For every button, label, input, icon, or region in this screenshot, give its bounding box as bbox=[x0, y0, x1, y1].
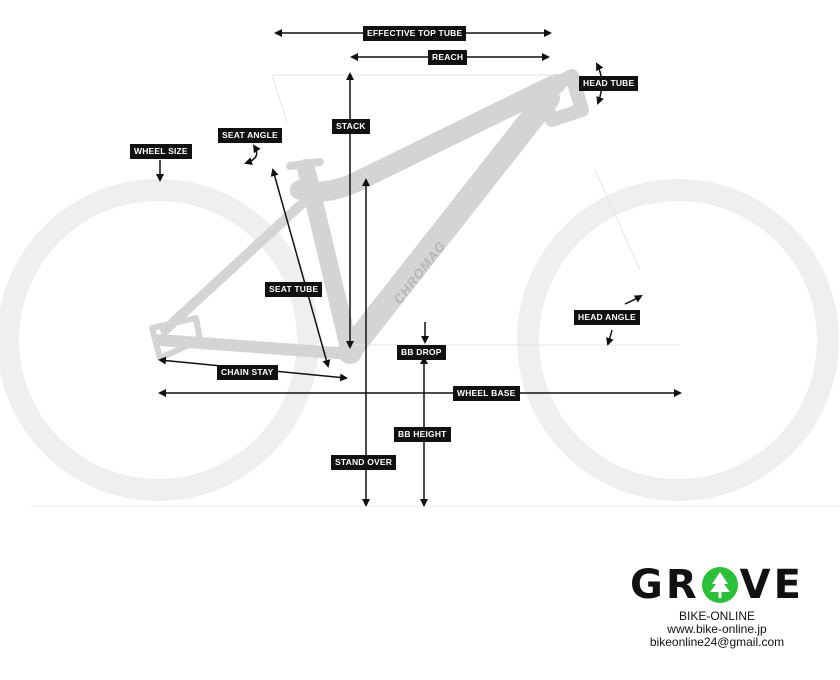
front-wheel bbox=[517, 179, 839, 501]
brand-website: www.bike-online.jp bbox=[667, 622, 767, 636]
reach-label: REACH bbox=[428, 50, 468, 65]
stack-label: STACK bbox=[332, 119, 370, 134]
seat-angle-label: SEAT ANGLE bbox=[218, 128, 282, 143]
seat-angle-arrow bbox=[244, 144, 261, 166]
brand-email: bikeonline24@gmail.com bbox=[649, 635, 785, 649]
wheel-size-label: WHEEL SIZE bbox=[130, 144, 192, 159]
head-tube-label: HEAD TUBE bbox=[579, 76, 639, 91]
head-angle-arrow bbox=[624, 295, 643, 305]
stand-over-label: STAND OVER bbox=[331, 455, 397, 470]
brand-block: GR VE BIKE-ONLINE www.bike-online.jp bik… bbox=[622, 560, 812, 649]
bb-height-label: BB HEIGHT bbox=[394, 427, 451, 442]
tree-icon bbox=[701, 567, 738, 603]
logo-text-left: GR bbox=[630, 562, 700, 608]
wheel-base-label: WHEEL BASE bbox=[453, 386, 520, 401]
head-angle-arrow-2 bbox=[606, 329, 614, 346]
chain-stay-label: CHAIN STAY bbox=[217, 365, 278, 380]
logo-text-right: VE bbox=[739, 562, 804, 608]
brand-name: BIKE-ONLINE bbox=[678, 609, 756, 623]
effective-top-tube-label: EFFECTIVE TOP TUBE bbox=[363, 26, 467, 41]
seat-tube-label: SEAT TUBE bbox=[265, 282, 323, 297]
grove-logo: GR VE bbox=[622, 560, 812, 610]
head-angle-label: HEAD ANGLE bbox=[574, 310, 640, 325]
bb-drop-label: BB DROP bbox=[397, 345, 446, 360]
seat-tube-arrow bbox=[270, 168, 331, 368]
